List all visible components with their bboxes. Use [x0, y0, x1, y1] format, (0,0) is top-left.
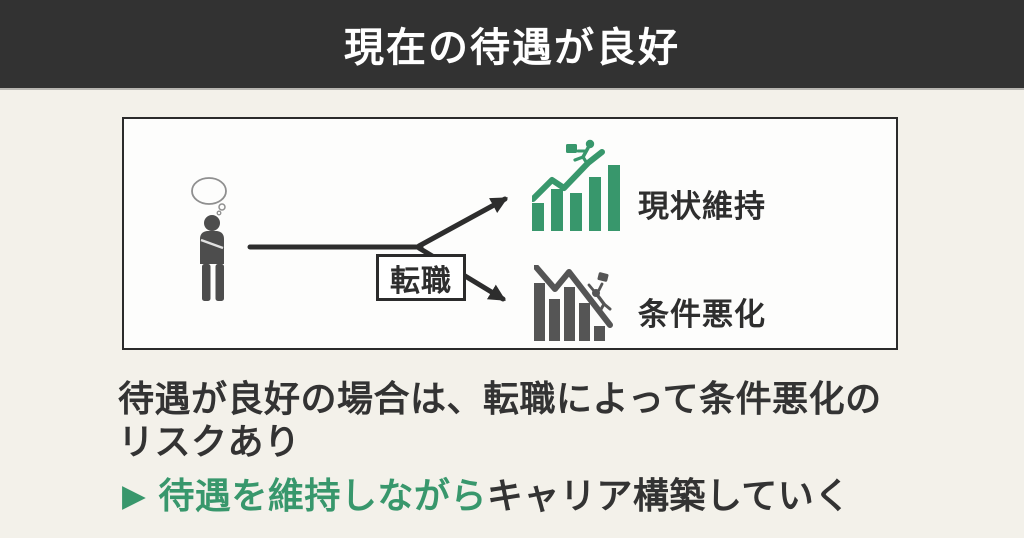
summary-line-1: 待遇が良好の場合は、転職によって条件悪化の [118, 378, 882, 419]
diagram-panel: 転職 [122, 117, 898, 350]
triangle-bullet-icon: ▶ [122, 478, 147, 513]
conclusion-highlight: 待遇を維持しながら [158, 475, 487, 516]
outcome-label-worsen: 条件悪化 [638, 297, 766, 332]
conclusion-line: ▶ 待遇を維持しながらキャリア構築していく [122, 467, 851, 519]
branch-label: 転職 [390, 264, 452, 298]
rising-chart-icon [532, 139, 620, 231]
climbing-person-glyph [566, 139, 595, 167]
branch-arrows [247, 196, 508, 302]
outcome-label-maintain: 現状維持 [638, 189, 766, 224]
conclusion-rest: キャリア構築していく [486, 475, 851, 516]
thinking-person-icon [191, 177, 227, 301]
branch-label-box: 転職 [376, 254, 466, 301]
header-divider [0, 88, 1024, 90]
summary-line-2: リスクあり [118, 421, 301, 462]
falling-person-glyph [587, 272, 612, 313]
header-bar: 現在の待遇が良好 [0, 0, 1024, 88]
falling-chart-icon [534, 265, 613, 341]
page-title: 現在の待遇が良好 [344, 26, 680, 70]
